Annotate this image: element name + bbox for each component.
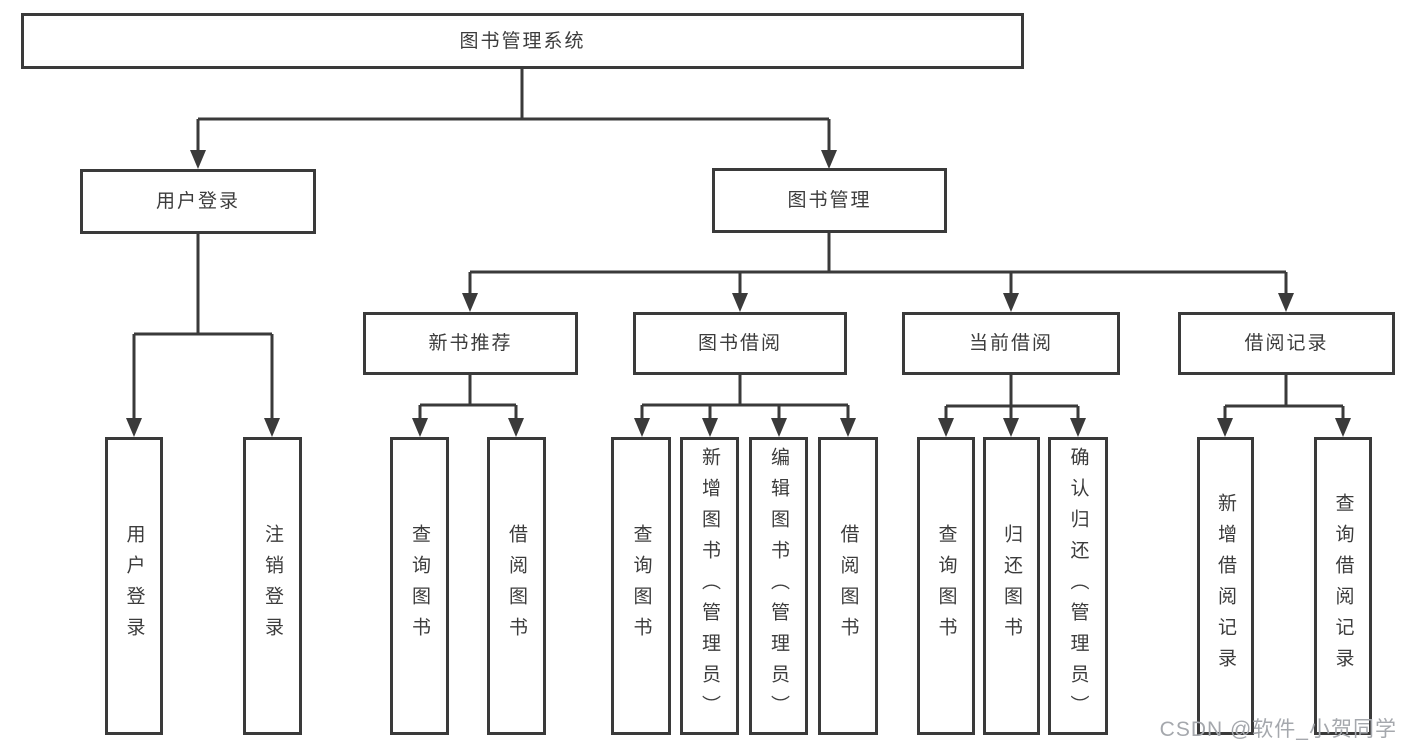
node-library-system-label: 图书管理系统 xyxy=(459,30,586,52)
node-borrow-records: 借阅记录 xyxy=(1178,312,1395,375)
leaf-logout-label: 注销登录 xyxy=(262,524,283,648)
node-current-borrow: 当前借阅 xyxy=(902,312,1120,375)
arrow-down-icon xyxy=(126,418,142,437)
arrow-down-icon xyxy=(1278,293,1294,312)
arrow-down-icon xyxy=(732,293,748,312)
arrow-down-icon xyxy=(771,418,787,437)
connector-current-borrow xyxy=(944,375,1080,423)
leaf-query-books-current: 查询图书 xyxy=(917,437,975,735)
arrow-down-icon xyxy=(702,418,718,437)
watermark: CSDN @软件_小贺同学 xyxy=(1159,718,1397,741)
node-book-management: 图书管理 xyxy=(712,168,947,233)
node-library-system: 图书管理系统 xyxy=(21,13,1024,69)
leaf-query-books-recommend-label: 查询图书 xyxy=(409,524,430,648)
connector-root xyxy=(196,69,831,155)
node-current-borrow-label: 当前借阅 xyxy=(968,333,1053,354)
leaf-add-borrow-record-label: 新增借阅记录 xyxy=(1215,493,1236,679)
arrow-down-icon xyxy=(634,418,650,437)
leaf-borrow-books-recommend-label: 借阅图书 xyxy=(506,524,527,648)
leaf-confirm-return-admin: 确认归还（管理员） xyxy=(1048,437,1108,735)
leaf-return-books-label: 归还图书 xyxy=(1001,524,1022,648)
leaf-add-books-admin: 新增图书（管理员） xyxy=(680,437,739,735)
arrow-down-icon xyxy=(1335,418,1351,437)
connector-borrow-records xyxy=(1223,375,1345,423)
leaf-borrow-books-label: 借阅图书 xyxy=(837,524,859,648)
arrow-down-icon xyxy=(1003,418,1019,437)
arrow-down-icon xyxy=(190,150,206,169)
node-user-login: 用户登录 xyxy=(80,169,316,234)
node-book-management-label: 图书管理 xyxy=(787,190,872,211)
arrow-down-icon xyxy=(821,150,837,169)
leaf-return-books: 归还图书 xyxy=(983,437,1040,735)
arrow-down-icon xyxy=(1003,293,1019,312)
leaf-query-books-recommend: 查询图书 xyxy=(390,437,449,735)
leaf-borrow-books: 借阅图书 xyxy=(818,437,878,735)
leaf-query-borrow-record: 查询借阅记录 xyxy=(1314,437,1372,735)
node-new-book-recommend: 新书推荐 xyxy=(363,312,578,375)
arrow-down-icon xyxy=(1217,418,1233,437)
leaf-query-books-borrow: 查询图书 xyxy=(611,437,671,735)
arrow-down-icon xyxy=(508,418,524,437)
arrow-down-icon xyxy=(264,418,280,437)
leaf-query-borrow-record-label: 查询借阅记录 xyxy=(1332,493,1354,679)
leaf-user-login: 用户登录 xyxy=(105,437,163,735)
leaf-query-books-borrow-label: 查询图书 xyxy=(630,524,652,648)
connector-book-borrow xyxy=(640,375,850,423)
leaf-edit-books-admin-label: 编辑图书（管理员） xyxy=(768,446,789,726)
leaf-borrow-books-recommend: 借阅图书 xyxy=(487,437,546,735)
leaf-confirm-return-admin-label: 确认归还（管理员） xyxy=(1067,446,1089,726)
arrow-down-icon xyxy=(462,293,478,312)
arrow-down-icon xyxy=(1070,418,1086,437)
node-user-login-label: 用户登录 xyxy=(155,191,240,212)
leaf-user-login-label: 用户登录 xyxy=(123,524,145,648)
node-book-borrow-label: 图书借阅 xyxy=(697,333,782,354)
node-book-borrow: 图书借阅 xyxy=(633,312,847,375)
node-borrow-records-label: 借阅记录 xyxy=(1244,333,1329,354)
arrowheads xyxy=(126,150,1351,437)
leaf-logout: 注销登录 xyxy=(243,437,302,735)
leaf-add-books-admin-label: 新增图书（管理员） xyxy=(699,446,720,726)
node-new-book-recommend-label: 新书推荐 xyxy=(428,333,513,354)
leaf-query-books-current-label: 查询图书 xyxy=(935,524,957,648)
arrow-down-icon xyxy=(938,418,954,437)
connector-user-login xyxy=(132,233,274,423)
leaf-edit-books-admin: 编辑图书（管理员） xyxy=(749,437,808,735)
leaf-add-borrow-record: 新增借阅记录 xyxy=(1197,437,1254,735)
connector-book-management xyxy=(468,233,1288,298)
arrow-down-icon xyxy=(412,418,428,437)
connector-new-book-recommend xyxy=(418,375,518,423)
arrow-down-icon xyxy=(840,418,856,437)
